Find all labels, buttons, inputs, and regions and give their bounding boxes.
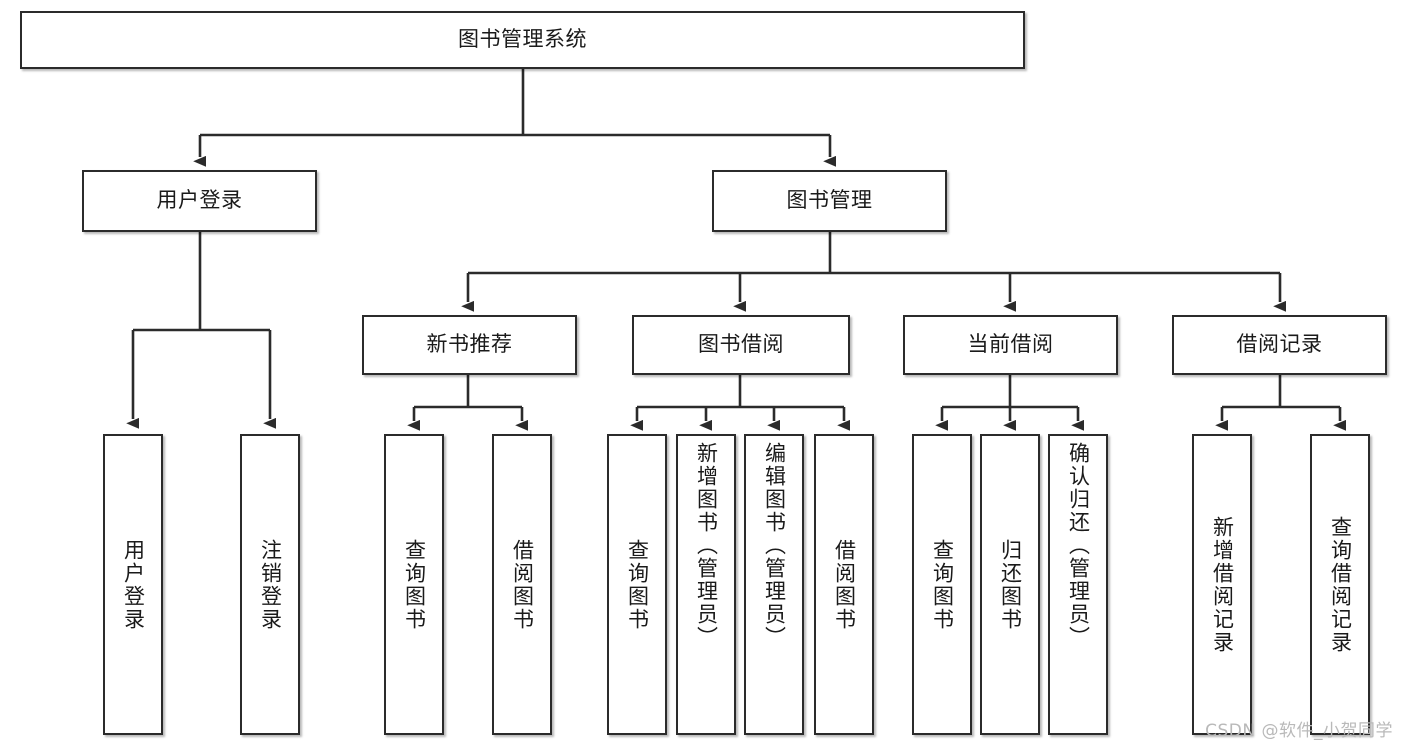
- node-user-login-label: 用户登录: [156, 188, 243, 213]
- leaf-add-borrow-record-label: 新增借阅记录: [1210, 515, 1235, 654]
- leaf-return-book-label: 归还图书: [998, 538, 1023, 631]
- node-borrow-records[interactable]: 借阅记录: [1172, 315, 1387, 375]
- leaf-edit-book-admin[interactable]: 编辑图书（管理员）: [744, 434, 804, 735]
- leaf-return-book[interactable]: 归还图书: [980, 434, 1040, 735]
- node-book-borrow-label: 图书借阅: [698, 332, 784, 357]
- leaf-query-book-current[interactable]: 查询图书: [912, 434, 972, 735]
- leaf-user-login-label: 用户登录: [121, 538, 146, 631]
- node-current-borrow-label: 当前借阅: [967, 332, 1054, 357]
- leaf-query-borrow-record[interactable]: 查询借阅记录: [1310, 434, 1370, 735]
- node-book-management-label: 图书管理: [786, 188, 873, 213]
- leaf-query-book[interactable]: 查询图书: [607, 434, 667, 735]
- leaf-user-login[interactable]: 用户登录: [103, 434, 163, 735]
- leaf-query-book-recommend-label: 查询图书: [402, 538, 427, 631]
- leaf-edit-book-admin-label: 编辑图书（管理员）: [762, 442, 787, 649]
- leaf-query-book-recommend[interactable]: 查询图书: [384, 434, 444, 735]
- leaf-confirm-return-admin-label: 确认归还（管理员）: [1066, 442, 1091, 649]
- leaf-user-logout-label: 注销登录: [258, 538, 283, 631]
- leaf-borrow-book[interactable]: 借阅图书: [814, 434, 874, 735]
- leaf-query-borrow-record-label: 查询借阅记录: [1328, 515, 1353, 654]
- node-current-borrow[interactable]: 当前借阅: [903, 315, 1118, 375]
- leaf-add-book-admin-label: 新增图书（管理员）: [694, 442, 719, 649]
- leaf-borrow-book-label: 借阅图书: [832, 538, 857, 631]
- node-root[interactable]: 图书管理系统: [20, 11, 1025, 69]
- leaf-borrow-book-recommend[interactable]: 借阅图书: [492, 434, 552, 735]
- node-borrow-records-label: 借阅记录: [1236, 332, 1323, 357]
- node-new-book-recommend-label: 新书推荐: [426, 332, 513, 357]
- leaf-borrow-book-recommend-label: 借阅图书: [510, 538, 535, 631]
- node-root-label: 图书管理系统: [458, 27, 587, 52]
- node-book-management[interactable]: 图书管理: [712, 170, 947, 232]
- leaf-query-book-label: 查询图书: [625, 538, 650, 631]
- leaf-query-book-current-label: 查询图书: [930, 538, 955, 631]
- node-book-borrow[interactable]: 图书借阅: [632, 315, 850, 375]
- leaf-add-borrow-record[interactable]: 新增借阅记录: [1192, 434, 1252, 735]
- leaf-confirm-return-admin[interactable]: 确认归还（管理员）: [1048, 434, 1108, 735]
- node-new-book-recommend[interactable]: 新书推荐: [362, 315, 577, 375]
- leaf-add-book-admin[interactable]: 新增图书（管理员）: [676, 434, 736, 735]
- leaf-user-logout[interactable]: 注销登录: [240, 434, 300, 735]
- node-user-login[interactable]: 用户登录: [82, 170, 317, 232]
- csdn-watermark: CSDN @软件_小贺同学: [1205, 721, 1393, 741]
